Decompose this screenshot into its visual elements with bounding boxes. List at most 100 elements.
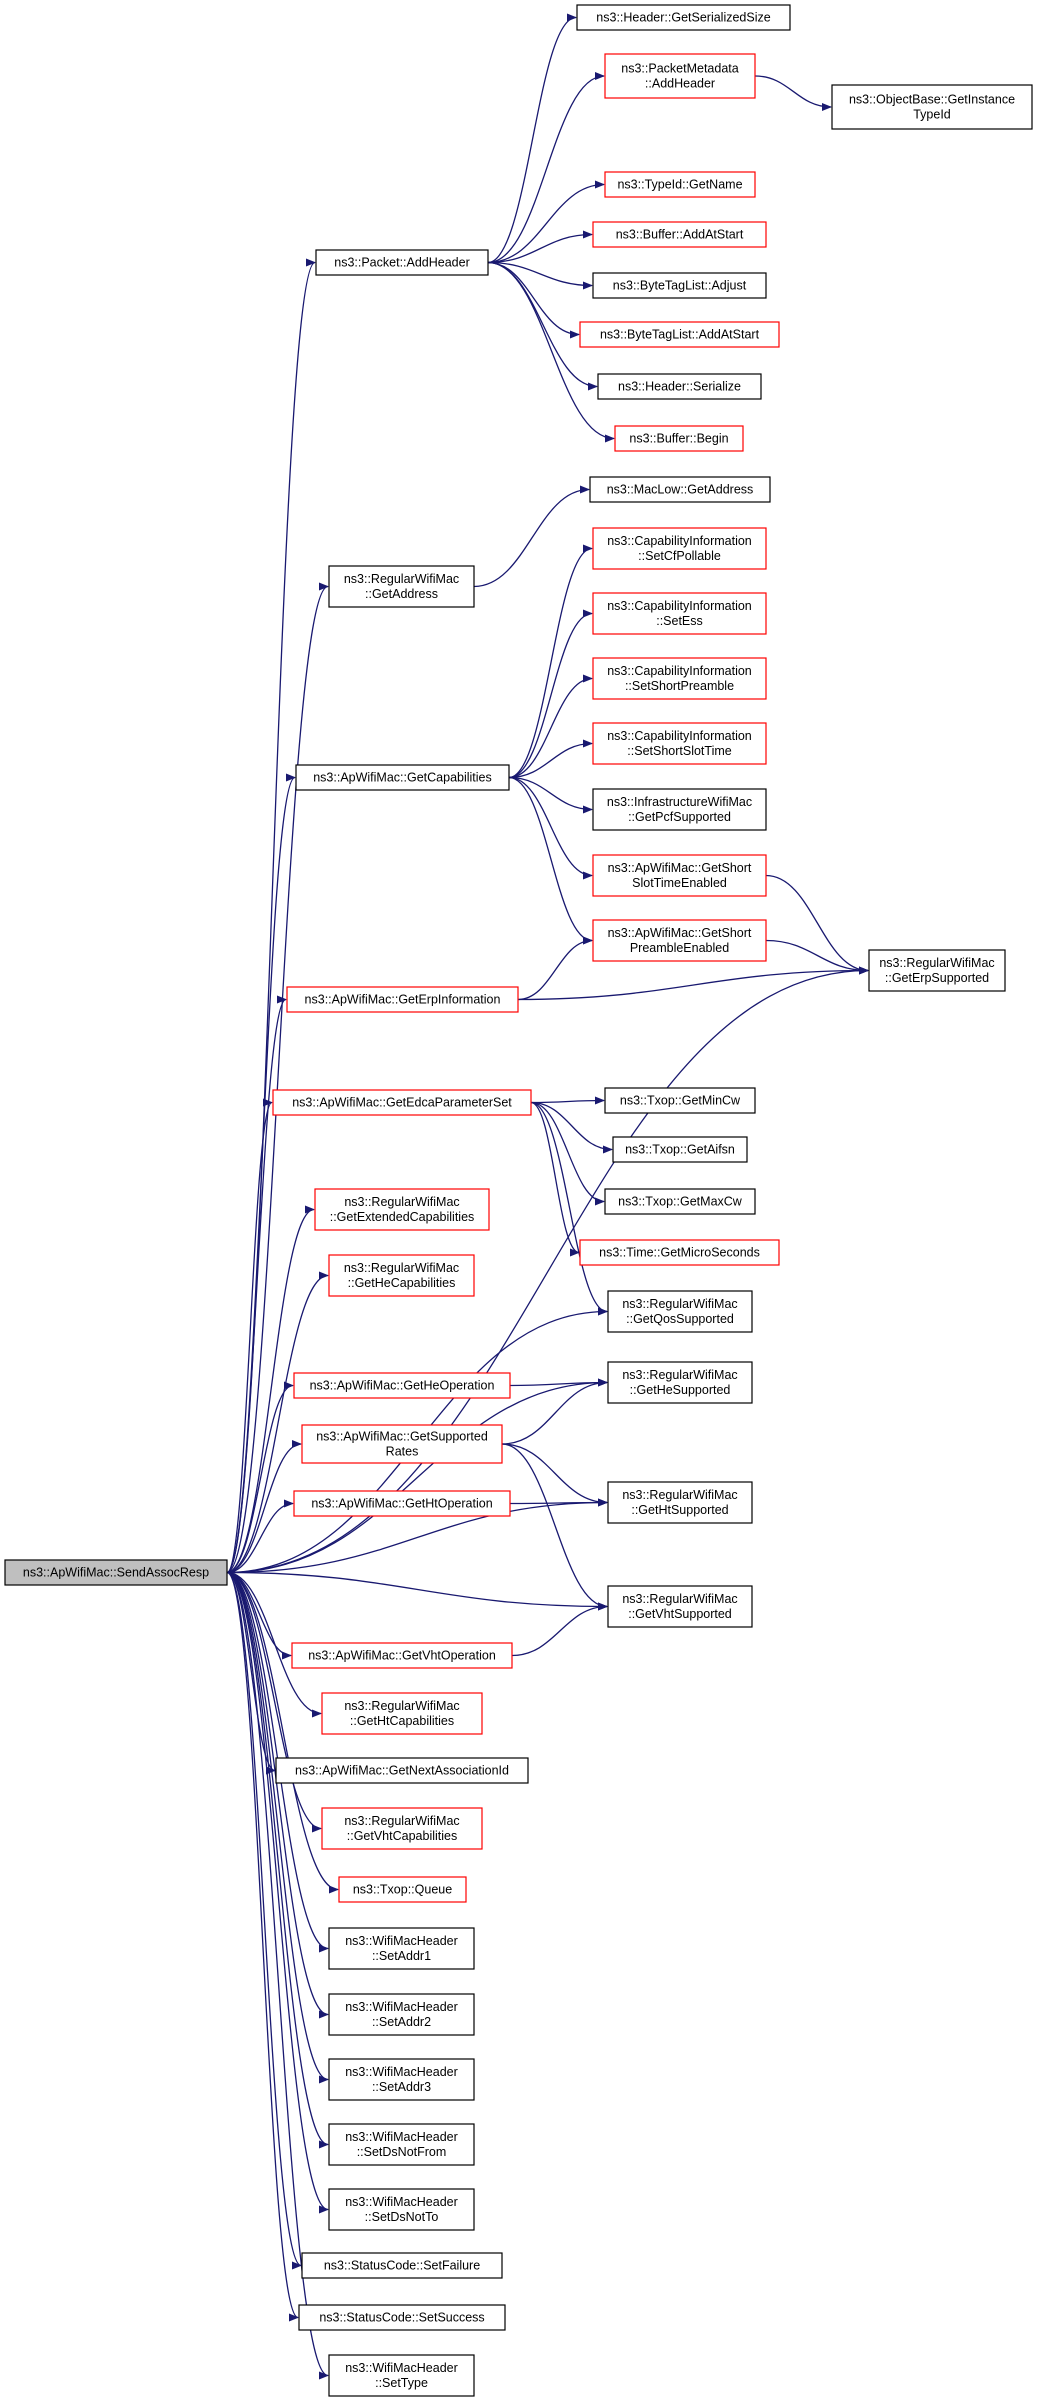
- node-btl_adjust[interactable]: ns3::ByteTagList::Adjust: [592, 272, 767, 299]
- node-box-getshortslottimeenabled: [592, 854, 767, 897]
- edge-root-to-getvhtsupported: [226, 1571, 608, 1611]
- node-setaddr1[interactable]: ns3::WifiMacHeader::SetAddr1: [328, 1927, 475, 1970]
- node-label-gethtcapabilities-line-2: ::GetHtCapabilities: [350, 1714, 454, 1728]
- edge-root-to-geterpsupported: [226, 966, 869, 1574]
- node-getextendedcapabilities[interactable]: ns3::RegularWifiMac::GetExtendedCapabili…: [314, 1188, 490, 1231]
- edge-root-to-gethtsupported: [226, 1498, 608, 1574]
- edge-getedcaparameterset-to-txop_getmincw: [530, 1096, 605, 1105]
- node-box-typeid_getname: [604, 171, 756, 198]
- node-pm_addheader[interactable]: ns3::PacketMetadata::AddHeader: [604, 53, 756, 99]
- node-maclow_getaddress[interactable]: ns3::MacLow::GetAddress: [589, 476, 771, 503]
- node-label-getvhtoperation-line-1: ns3::ApWifiMac::GetVhtOperation: [308, 1649, 496, 1663]
- node-iwm_getpcfsupported[interactable]: ns3::InfrastructureWifiMac::GetPcfSuppor…: [592, 788, 767, 831]
- edge-getedcaparameterset-to-time_getmicroseconds: [530, 1101, 580, 1257]
- node-buffer_addatstart[interactable]: ns3::Buffer::AddAtStart: [592, 221, 767, 248]
- edges-layer: [226, 13, 869, 2380]
- node-label-rwm_getaddress-line-1: ns3::RegularWifiMac: [344, 572, 459, 586]
- node-label-txop_getmaxcw-line-1: ns3::Txop::GetMaxCw: [618, 1195, 743, 1209]
- node-box-getcapabilities: [295, 764, 510, 791]
- edge-addheader-to-buffer_begin: [487, 261, 615, 443]
- node-setdsnotto[interactable]: ns3::WifiMacHeader::SetDsNotTo: [328, 2188, 475, 2231]
- node-label-getvhtcapabilities-line-2: ::GetVhtCapabilities: [347, 1829, 457, 1843]
- node-getvhtoperation[interactable]: ns3::ApWifiMac::GetVhtOperation: [291, 1642, 513, 1669]
- node-box-buffer_begin: [614, 425, 744, 452]
- edge-getsupportedrates-to-gethtsupported: [501, 1443, 608, 1507]
- node-box-gethtoperation: [293, 1490, 511, 1517]
- node-setfailure[interactable]: ns3::StatusCode::SetFailure: [301, 2252, 503, 2279]
- node-txop_getaifsn[interactable]: ns3::Txop::GetAifsn: [612, 1136, 748, 1163]
- node-setdsnotfrom[interactable]: ns3::WifiMacHeader::SetDsNotFrom: [328, 2123, 475, 2166]
- node-buffer_begin[interactable]: ns3::Buffer::Begin: [614, 425, 744, 452]
- node-label-root-line-1: ns3::ApWifiMac::SendAssocResp: [23, 1566, 209, 1580]
- node-box-getserializedsize: [576, 4, 791, 31]
- node-box-setaddr2: [328, 1993, 475, 2036]
- node-settype[interactable]: ns3::WifiMacHeader::SetType: [328, 2354, 475, 2397]
- node-getnextassociationid[interactable]: ns3::ApWifiMac::GetNextAssociationId: [275, 1757, 529, 1784]
- node-ci_setess[interactable]: ns3::CapabilityInformation::SetEss: [592, 592, 767, 635]
- node-header_serialize[interactable]: ns3::Header::Serialize: [597, 373, 762, 400]
- node-txop_getmincw[interactable]: ns3::Txop::GetMinCw: [604, 1087, 756, 1114]
- node-box-getvhtcapabilities: [321, 1807, 483, 1850]
- edge-root-to-gethesupported: [226, 1378, 608, 1574]
- node-label-setdsnotfrom-line-2: ::SetDsNotFrom: [357, 2145, 447, 2159]
- node-label-buffer_begin-line-1: ns3::Buffer::Begin: [629, 432, 728, 446]
- node-label-setaddr1-line-2: ::SetAddr1: [372, 1949, 431, 1963]
- node-time_getmicroseconds[interactable]: ns3::Time::GetMicroSeconds: [579, 1239, 780, 1266]
- node-gethtsupported[interactable]: ns3::RegularWifiMac::GetHtSupported: [607, 1481, 753, 1524]
- node-label-getvhtsupported-line-2: ::GetVhtSupported: [628, 1607, 732, 1621]
- edge-getvhtoperation-to-getvhtsupported: [511, 1602, 608, 1657]
- node-getserializedsize[interactable]: ns3::Header::GetSerializedSize: [576, 4, 791, 31]
- node-label-setaddr3-line-1: ns3::WifiMacHeader: [345, 2065, 458, 2079]
- edge-rwm_getaddress-to-maclow_getaddress: [473, 485, 590, 588]
- node-typeid_getname[interactable]: ns3::TypeId::GetName: [604, 171, 756, 198]
- node-getheoperation[interactable]: ns3::ApWifiMac::GetHeOperation: [293, 1372, 511, 1399]
- node-getedcaparameterset[interactable]: ns3::ApWifiMac::GetEdcaParameterSet: [272, 1089, 532, 1116]
- node-label-getcapabilities-line-1: ns3::ApWifiMac::GetCapabilities: [313, 771, 492, 785]
- edge-root-to-gethecapabilities: [226, 1271, 329, 1574]
- node-label-setdsnotfrom-line-1: ns3::WifiMacHeader: [345, 2130, 458, 2144]
- node-geterpsupported[interactable]: ns3::RegularWifiMac::GetErpSupported: [868, 949, 1006, 992]
- node-setsuccess[interactable]: ns3::StatusCode::SetSuccess: [298, 2304, 506, 2331]
- node-box-header_serialize: [597, 373, 762, 400]
- node-addheader[interactable]: ns3::Packet::AddHeader: [315, 249, 489, 276]
- edge-getcapabilities-to-ci_setshortpreamble: [508, 674, 593, 779]
- node-box-getvhtsupported: [607, 1585, 753, 1628]
- node-box-getheoperation: [293, 1372, 511, 1399]
- node-getvhtsupported[interactable]: ns3::RegularWifiMac::GetVhtSupported: [607, 1585, 753, 1628]
- edge-geterpinformation-to-geterpsupported: [517, 966, 869, 1001]
- node-gethtcapabilities[interactable]: ns3::RegularWifiMac::GetHtCapabilities: [321, 1692, 483, 1735]
- node-geterpinformation[interactable]: ns3::ApWifiMac::GetErpInformation: [286, 986, 519, 1013]
- node-ci_setcfpollable[interactable]: ns3::CapabilityInformation::SetCfPollabl…: [592, 527, 767, 570]
- node-root[interactable]: ns3::ApWifiMac::SendAssocResp: [4, 1559, 228, 1586]
- node-label-txop_getaifsn-line-1: ns3::Txop::GetAifsn: [625, 1143, 735, 1157]
- node-label-ci_setcfpollable-line-2: ::SetCfPollable: [638, 549, 721, 563]
- node-gethesupported[interactable]: ns3::RegularWifiMac::GetHeSupported: [607, 1361, 753, 1404]
- node-box-gethtsupported: [607, 1481, 753, 1524]
- node-txop_queue[interactable]: ns3::Txop::Queue: [338, 1876, 467, 1903]
- edge-root-to-setdsnotto: [226, 1571, 329, 2214]
- node-box-rwm_getaddress: [328, 565, 475, 608]
- node-setaddr3[interactable]: ns3::WifiMacHeader::SetAddr3: [328, 2058, 475, 2101]
- edge-root-to-getheoperation: [226, 1381, 294, 1574]
- node-label-getheoperation-line-1: ns3::ApWifiMac::GetHeOperation: [310, 1379, 495, 1393]
- node-getvhtcapabilities[interactable]: ns3::RegularWifiMac::GetVhtCapabilities: [321, 1807, 483, 1850]
- node-ci_setshortpreamble[interactable]: ns3::CapabilityInformation::SetShortPrea…: [592, 657, 767, 700]
- node-gethtoperation[interactable]: ns3::ApWifiMac::GetHtOperation: [293, 1490, 511, 1517]
- node-label-ci_setcfpollable-line-1: ns3::CapabilityInformation: [607, 534, 752, 548]
- node-getqossupported[interactable]: ns3::RegularWifiMac::GetQosSupported: [607, 1290, 753, 1333]
- edge-root-to-txop_queue: [226, 1571, 339, 1894]
- node-box-setaddr3: [328, 2058, 475, 2101]
- edge-pm_addheader-to-getinstancetypeid: [754, 75, 832, 111]
- node-rwm_getaddress[interactable]: ns3::RegularWifiMac::GetAddress: [328, 565, 475, 608]
- node-gethecapabilities[interactable]: ns3::RegularWifiMac::GetHeCapabilities: [328, 1254, 475, 1297]
- node-btl_addatstart[interactable]: ns3::ByteTagList::AddAtStart: [579, 321, 780, 348]
- node-ci_setshortslottime[interactable]: ns3::CapabilityInformation::SetShortSlot…: [592, 722, 767, 765]
- node-txop_getmaxcw[interactable]: ns3::Txop::GetMaxCw: [604, 1188, 756, 1215]
- node-getcapabilities[interactable]: ns3::ApWifiMac::GetCapabilities: [295, 764, 510, 791]
- node-setaddr2[interactable]: ns3::WifiMacHeader::SetAddr2: [328, 1993, 475, 2036]
